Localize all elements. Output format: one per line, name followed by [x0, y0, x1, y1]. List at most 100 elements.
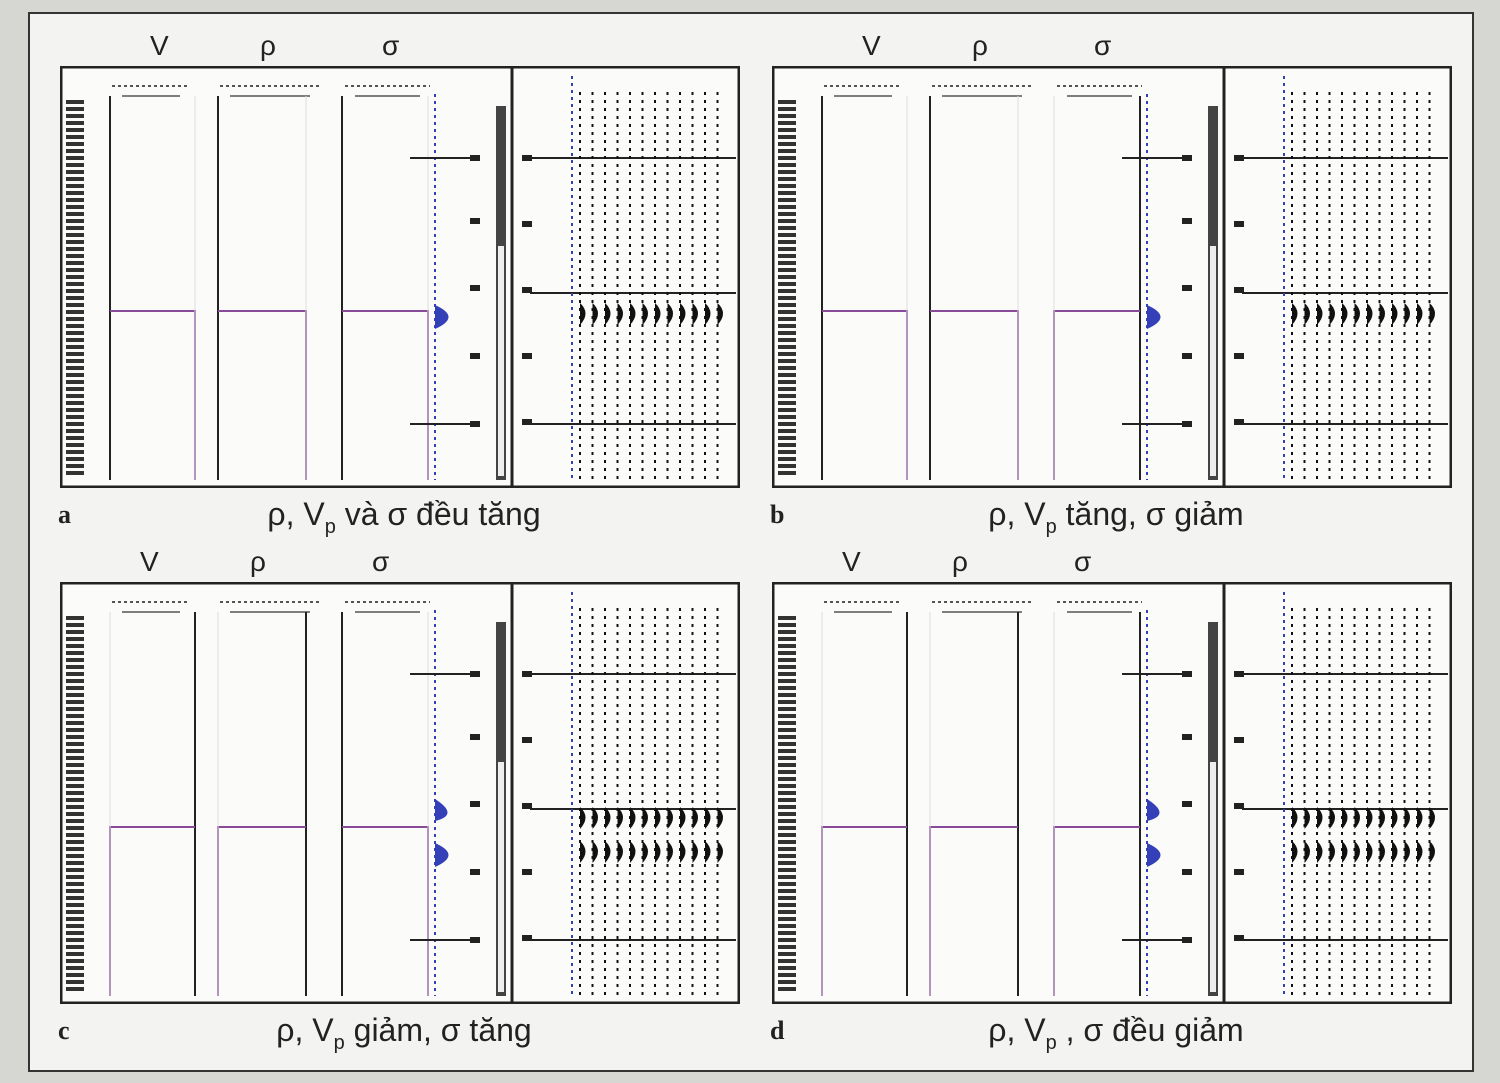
depth-tick [778, 826, 796, 830]
trace-time-marker [522, 935, 532, 941]
depth-tick [778, 623, 796, 627]
seismic-wavelet [667, 807, 673, 829]
depth-tick [778, 679, 796, 683]
depth-tick [66, 282, 84, 286]
depth-tick [778, 616, 796, 620]
seismic-wavelet [1404, 303, 1410, 325]
depth-tick [778, 345, 796, 349]
depth-tick [66, 847, 84, 851]
panel-a: V ρ σ a ρ, Vp và σ đều tăng [44, 18, 740, 538]
seismic-wavelet [592, 807, 598, 829]
depth-tick [66, 436, 84, 440]
depth-tick [66, 128, 84, 132]
header-velocity: V [862, 30, 881, 61]
depth-tick [778, 658, 796, 662]
depth-tick [66, 945, 84, 949]
depth-tick [66, 352, 84, 356]
seismic-wavelet [692, 303, 698, 325]
seismic-wavelet [667, 303, 673, 325]
depth-tick [66, 380, 84, 384]
depth-tick [66, 938, 84, 942]
depth-tick [778, 840, 796, 844]
caption-sub: p [1045, 1032, 1057, 1054]
header-density: ρ [250, 546, 266, 577]
depth-tick [778, 973, 796, 977]
depth-tick [778, 742, 796, 746]
depth-tick [66, 840, 84, 844]
time-marker [1182, 734, 1192, 740]
depth-tick [778, 735, 796, 739]
seismic-wavelet [717, 303, 723, 325]
caption-pre: ρ, V [276, 1012, 334, 1048]
trace-time-marker [522, 287, 532, 293]
depth-tick [66, 693, 84, 697]
depth-tick [778, 903, 796, 907]
depth-tick [66, 959, 84, 963]
panel-frame [772, 66, 1452, 488]
depth-tick [778, 980, 796, 984]
depth-tick [66, 345, 84, 349]
depth-tick [66, 464, 84, 468]
seismic-wavelet [1304, 303, 1310, 325]
time-marker [1182, 218, 1192, 224]
plot-b [772, 66, 1452, 488]
panel-d: V ρ σ d ρ, Vp , σ đều giảm [756, 534, 1452, 1054]
depth-tick [778, 931, 796, 935]
depth-tick [66, 268, 84, 272]
depth-tick [66, 812, 84, 816]
seismic-wavelet [1392, 807, 1398, 829]
depth-tick [778, 219, 796, 223]
depth-tick [66, 310, 84, 314]
depth-tick [66, 658, 84, 662]
depth-tick [66, 749, 84, 753]
depth-tick [778, 464, 796, 468]
depth-tick [778, 275, 796, 279]
trace-time-marker [522, 221, 532, 227]
depth-tick [778, 861, 796, 865]
depth-tick [66, 651, 84, 655]
depth-tick [66, 952, 84, 956]
depth-tick [778, 833, 796, 837]
depth-tick [66, 896, 84, 900]
plot-d [772, 582, 1452, 1004]
depth-tick [66, 784, 84, 788]
time-marker [1182, 421, 1192, 427]
depth-tick [66, 672, 84, 676]
trace-time-marker [522, 803, 532, 809]
depth-tick [66, 303, 84, 307]
seismic-wavelet [1317, 303, 1323, 325]
depth-tick [778, 728, 796, 732]
depth-tick [778, 798, 796, 802]
depth-tick [66, 450, 84, 454]
depth-tick [778, 784, 796, 788]
trace-time-marker [1234, 419, 1244, 425]
seismic-wavelet [580, 303, 586, 325]
depth-tick [778, 422, 796, 426]
depth-tick [66, 882, 84, 886]
depth-tick [778, 707, 796, 711]
depth-tick [66, 422, 84, 426]
seismic-wavelet [655, 807, 661, 829]
depth-tick [778, 763, 796, 767]
seismic-wavelet [667, 841, 673, 863]
depth-tick [66, 805, 84, 809]
depth-tick [778, 387, 796, 391]
depth-tick [778, 163, 796, 167]
time-marker [1182, 869, 1192, 875]
time-marker [470, 218, 480, 224]
seismic-wavelet [630, 303, 636, 325]
time-marker [1182, 671, 1192, 677]
depth-tick [66, 875, 84, 879]
seismic-wavelet [1329, 303, 1335, 325]
seismic-wavelet [1379, 841, 1385, 863]
time-marker [470, 421, 480, 427]
depth-tick [778, 408, 796, 412]
depth-tick [778, 366, 796, 370]
depth-tick [778, 226, 796, 230]
seismic-wavelet [1392, 841, 1398, 863]
trace-time-marker [522, 419, 532, 425]
depth-tick [778, 966, 796, 970]
depth-tick [778, 882, 796, 886]
seismic-wavelet [617, 841, 623, 863]
seismic-wavelet [1304, 841, 1310, 863]
